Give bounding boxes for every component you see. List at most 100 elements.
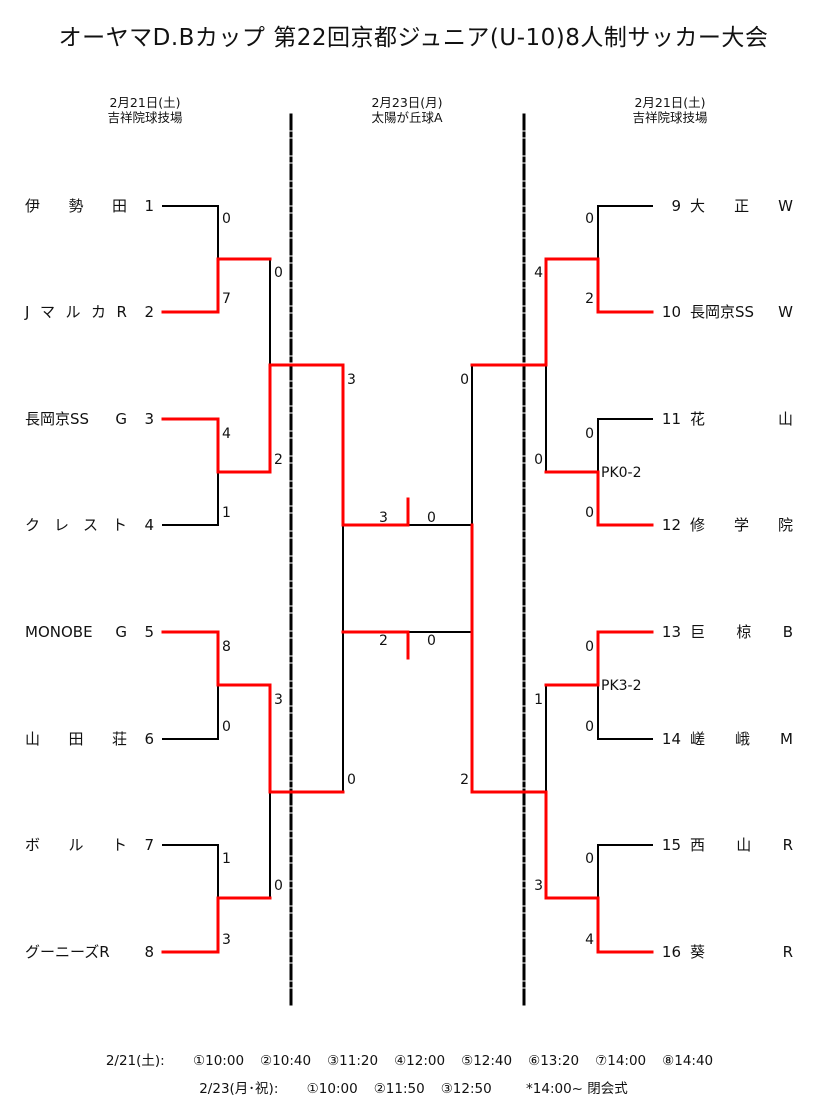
team-name-part: W (778, 303, 793, 321)
team-name-part: 長岡京SS (25, 410, 90, 428)
team-name-part: ト (111, 836, 127, 854)
team-name-part: 修 (690, 516, 706, 534)
team-number: 9 (671, 197, 681, 215)
team-name-part: 葵 (690, 943, 706, 961)
score: 1 (222, 851, 231, 867)
team-number: 6 (144, 730, 154, 748)
team-name-part: 椋 (736, 623, 752, 641)
team-name-part: 巨 (690, 623, 706, 641)
score: 8 (222, 639, 231, 655)
team-number: 4 (144, 516, 154, 534)
left-winner-lines (161, 257, 410, 954)
score: 0 (585, 505, 594, 521)
score: 0 (585, 719, 594, 735)
score: 0 (274, 878, 283, 894)
team-name-part: B (782, 623, 793, 641)
team-name-part: 長岡京SS (690, 303, 755, 321)
third-place-score: 2 (379, 633, 388, 649)
score: 4 (585, 932, 594, 948)
score: 0 (585, 426, 594, 442)
team-name-part: R (116, 303, 127, 321)
score: 3 (534, 878, 543, 894)
score: 2 (274, 452, 283, 468)
header-venue: 吉祥院球技場 (107, 110, 183, 125)
team-name-part: J (25, 303, 30, 321)
right-scores: 0 2 0 0 0 0 0 4 4 0 1 3 0 2 (460, 211, 594, 948)
team-number: 5 (144, 623, 154, 641)
score: 0 (274, 265, 283, 281)
team-number: 15 (661, 836, 681, 854)
team-name-part: M (780, 730, 793, 748)
schedule-time: ⑧14:40 (662, 1053, 714, 1069)
team-number: 10 (661, 303, 681, 321)
schedule-time: ①10:00 (306, 1081, 358, 1097)
team-name: 長岡京SS G (25, 409, 127, 429)
winner-line (161, 257, 272, 314)
header-venue: 太陽が丘球A (371, 110, 443, 125)
schedule-time: ④12:00 (394, 1053, 446, 1069)
team-name-part: G (115, 410, 127, 428)
score: 0 (585, 211, 594, 227)
team-number: 12 (661, 516, 681, 534)
team-number: 3 (144, 410, 154, 428)
pk-score: PK3-2 (601, 678, 642, 694)
score: 7 (222, 291, 231, 307)
score: 1 (534, 692, 543, 708)
team-name-part: ト (111, 516, 127, 534)
winner-line (161, 630, 345, 794)
left-bracket-lines (162, 205, 473, 899)
schedule-label: 2/21(土): (105, 1053, 165, 1069)
team-name-part: カ (91, 303, 107, 321)
header-left: 2月21日(土) 吉祥院球技場 (65, 95, 225, 125)
team-name: 山田荘 (25, 729, 127, 749)
bracket-line (162, 205, 219, 260)
team-name-part: 荘 (111, 730, 127, 748)
team-name-part: マ (39, 303, 55, 321)
score: 0 (585, 639, 594, 655)
bracket-line (597, 205, 653, 260)
header-venue: 吉祥院球技場 (632, 110, 708, 125)
schedule-time: ③11:20 (327, 1053, 379, 1069)
left-scores: 0 7 4 1 8 0 1 3 0 2 3 0 3 0 (222, 211, 356, 948)
team-name: ボルト (25, 835, 127, 855)
final-score: 0 (427, 510, 436, 526)
team-name-part: W (778, 197, 793, 215)
team-name-part: 山 (736, 836, 752, 854)
team-name: 伊勢田 (25, 196, 127, 216)
team-name: 長岡京SS W (690, 302, 793, 322)
winner-line (544, 470, 654, 527)
team-name-part: ル (65, 303, 81, 321)
team-name-part: 西 (690, 836, 706, 854)
header-date: 2月23日(月) (371, 95, 443, 110)
schedule-time: ⑦14:00 (595, 1053, 647, 1069)
score: 0 (222, 211, 231, 227)
team-name-part: R (782, 836, 793, 854)
team-name-part: MONOBE (25, 623, 93, 641)
header-date: 2月21日(土) (109, 95, 181, 110)
schedule-label: 2/23(月･祝): (199, 1081, 279, 1097)
bracket-line (162, 684, 219, 740)
team-name: グーニーズR (25, 942, 127, 962)
score: 0 (222, 719, 231, 735)
winner-line (544, 630, 654, 687)
team-name: 花山 (690, 409, 793, 429)
team-name-part: 伊 (25, 197, 41, 215)
bracket-line (162, 471, 219, 526)
team-number: 13 (661, 623, 681, 641)
team-name-part: レ (53, 516, 69, 534)
closing-ceremony: *14:00~ 閉会式 (526, 1081, 628, 1097)
score: 4 (222, 426, 231, 442)
team-number: 11 (661, 410, 681, 428)
schedule-time: ②10:40 (260, 1053, 312, 1069)
team-number: 14 (661, 730, 681, 748)
score: 4 (534, 265, 543, 281)
